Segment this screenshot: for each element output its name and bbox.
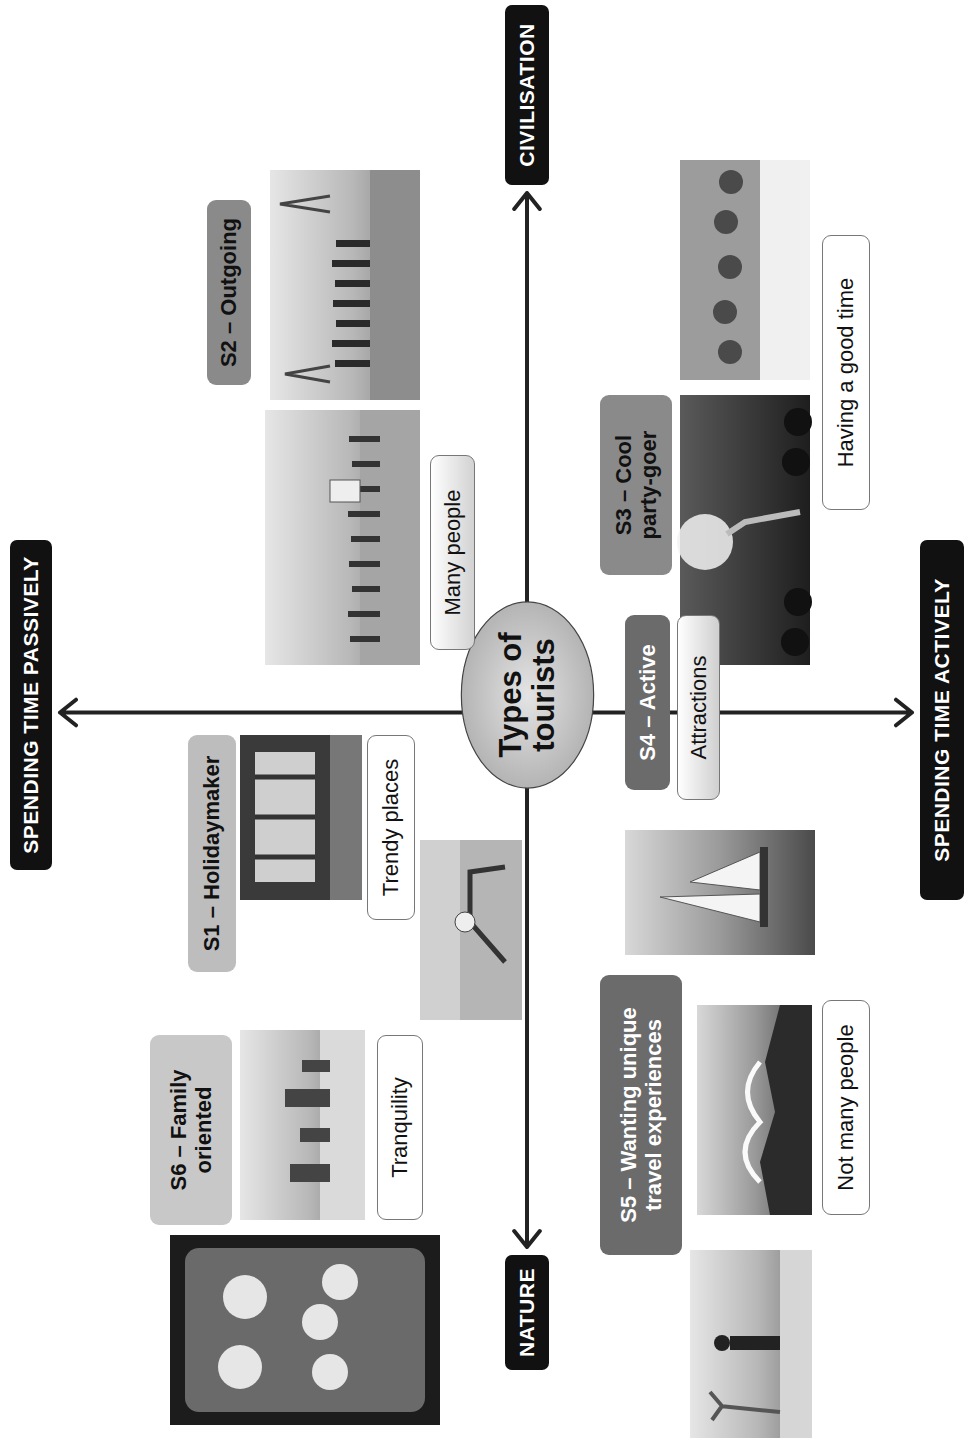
- family-car-photo: [170, 1235, 440, 1425]
- family-beach-photo: [240, 1030, 365, 1220]
- node-text: Having a good time: [833, 278, 859, 468]
- node-text: S6 – Family oriented: [166, 1045, 217, 1215]
- segment-box: S5 – Wanting unique travel experiences: [600, 975, 682, 1255]
- feature-label: Having a good time: [822, 235, 870, 510]
- segment-box: S3 – Cool party-goer: [600, 395, 672, 575]
- feature-label: Not many people: [822, 1000, 870, 1215]
- node-text: Attractions: [686, 656, 712, 760]
- center-ellipse: Types of tourists: [460, 600, 595, 790]
- node-text: Tranquility: [387, 1077, 413, 1178]
- resort-photo: [240, 735, 362, 900]
- node-text: S5 – Wanting unique travel experiences: [616, 985, 667, 1245]
- node-text: S3 – Cool party-goer: [611, 405, 662, 565]
- axis-label: SPENDING TIME PASSIVELY: [10, 540, 52, 870]
- segment-box: S4 – Active: [625, 615, 670, 790]
- feature-label: Tranquility: [377, 1035, 423, 1220]
- deckchair-photo: [420, 840, 522, 1020]
- party-photo: [680, 160, 810, 380]
- node-text: NATURE: [515, 1268, 539, 1357]
- rocky-coast-photo: [697, 1005, 812, 1215]
- node-text: SPENDING TIME PASSIVELY: [19, 556, 43, 853]
- node-text: S1 – Holidaymaker: [199, 756, 224, 952]
- node-text: Trendy places: [378, 759, 404, 896]
- node-text: Types of tourists: [495, 624, 560, 766]
- axis-label: SPENDING TIME ACTIVELY: [920, 540, 964, 900]
- sailing-photo: [625, 830, 815, 955]
- segment-box: S2 – Outgoing: [207, 200, 251, 385]
- axis-label: NATURE: [505, 1255, 549, 1370]
- feature-label: Many people: [430, 455, 475, 650]
- beach-crowd-photo: [265, 410, 420, 665]
- node-text: S2 – Outgoing: [216, 218, 241, 367]
- segment-box: S6 – Family oriented: [150, 1035, 232, 1225]
- node-text: S4 – Active: [635, 644, 660, 761]
- feature-label: Trendy places: [367, 735, 415, 920]
- node-text: Not many people: [833, 1024, 859, 1190]
- node-text: CIVILISATION: [515, 23, 539, 166]
- node-text: Many people: [440, 490, 466, 616]
- outgoing-photo: [270, 170, 420, 400]
- segment-box: S1 – Holidaymaker: [188, 735, 236, 972]
- node-text: SPENDING TIME ACTIVELY: [930, 578, 954, 862]
- axis-label: CIVILISATION: [505, 5, 549, 185]
- feature-label: Attractions: [677, 615, 720, 800]
- hiker-photo: [690, 1250, 812, 1438]
